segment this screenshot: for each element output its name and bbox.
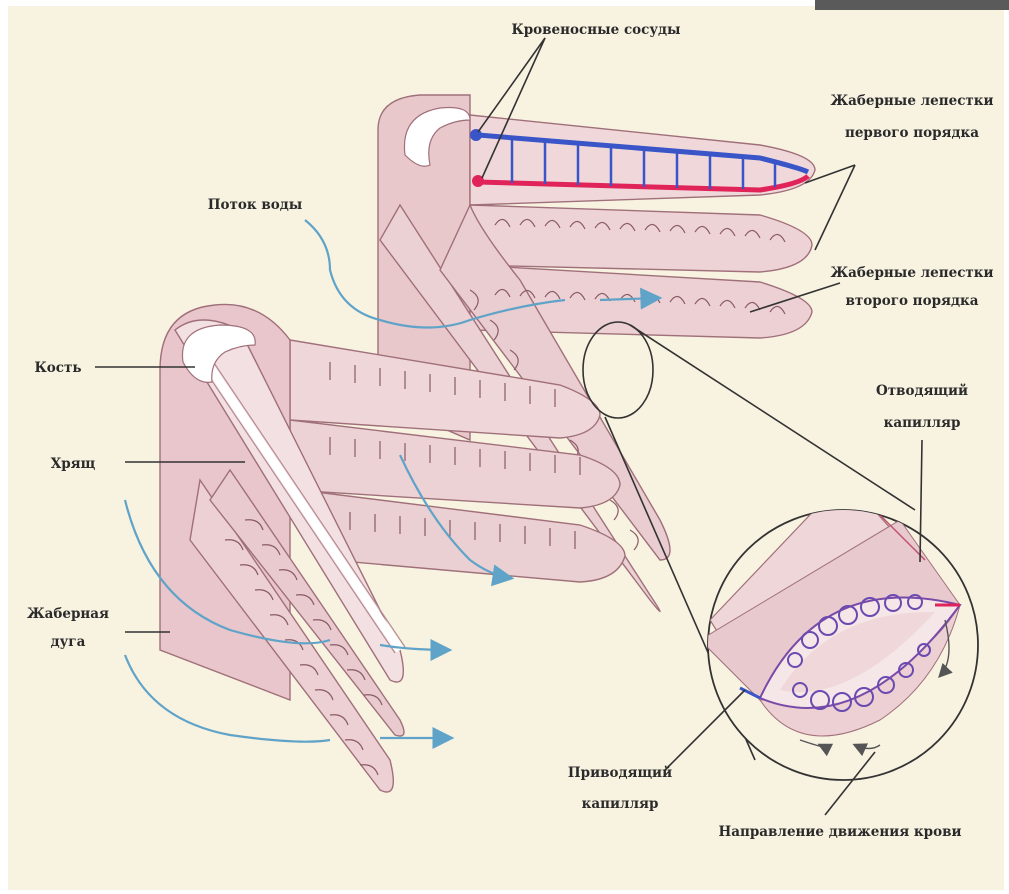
label-primary-lamellae-line1: Жаберные лепестки [830, 93, 993, 109]
label-gill-arch-line1: Жаберная [27, 606, 109, 622]
label-secondary-lamellae-line1: Жаберные лепестки [830, 265, 993, 281]
label-blood-direction: Направление движения крови [718, 824, 961, 840]
label-efferent-line1: Отводящий [876, 383, 968, 399]
label-gill-arch-line2: дуга [51, 634, 86, 650]
label-afferent-line2: капилляр [582, 796, 659, 812]
label-bone: Кость [34, 360, 81, 376]
label-cartilage: Хрящ [51, 456, 96, 472]
label-water-flow: Поток воды [208, 197, 303, 213]
label-efferent-line2: капилляр [884, 415, 961, 431]
label-primary-lamellae-line2: первого порядка [845, 125, 979, 141]
label-secondary-lamellae-line2: второго порядка [846, 293, 979, 309]
label-afferent-line1: Приводящий [568, 765, 672, 781]
corner-artifact [815, 0, 1009, 10]
label-blood-vessels: Кровеносные сосуды [511, 22, 681, 38]
